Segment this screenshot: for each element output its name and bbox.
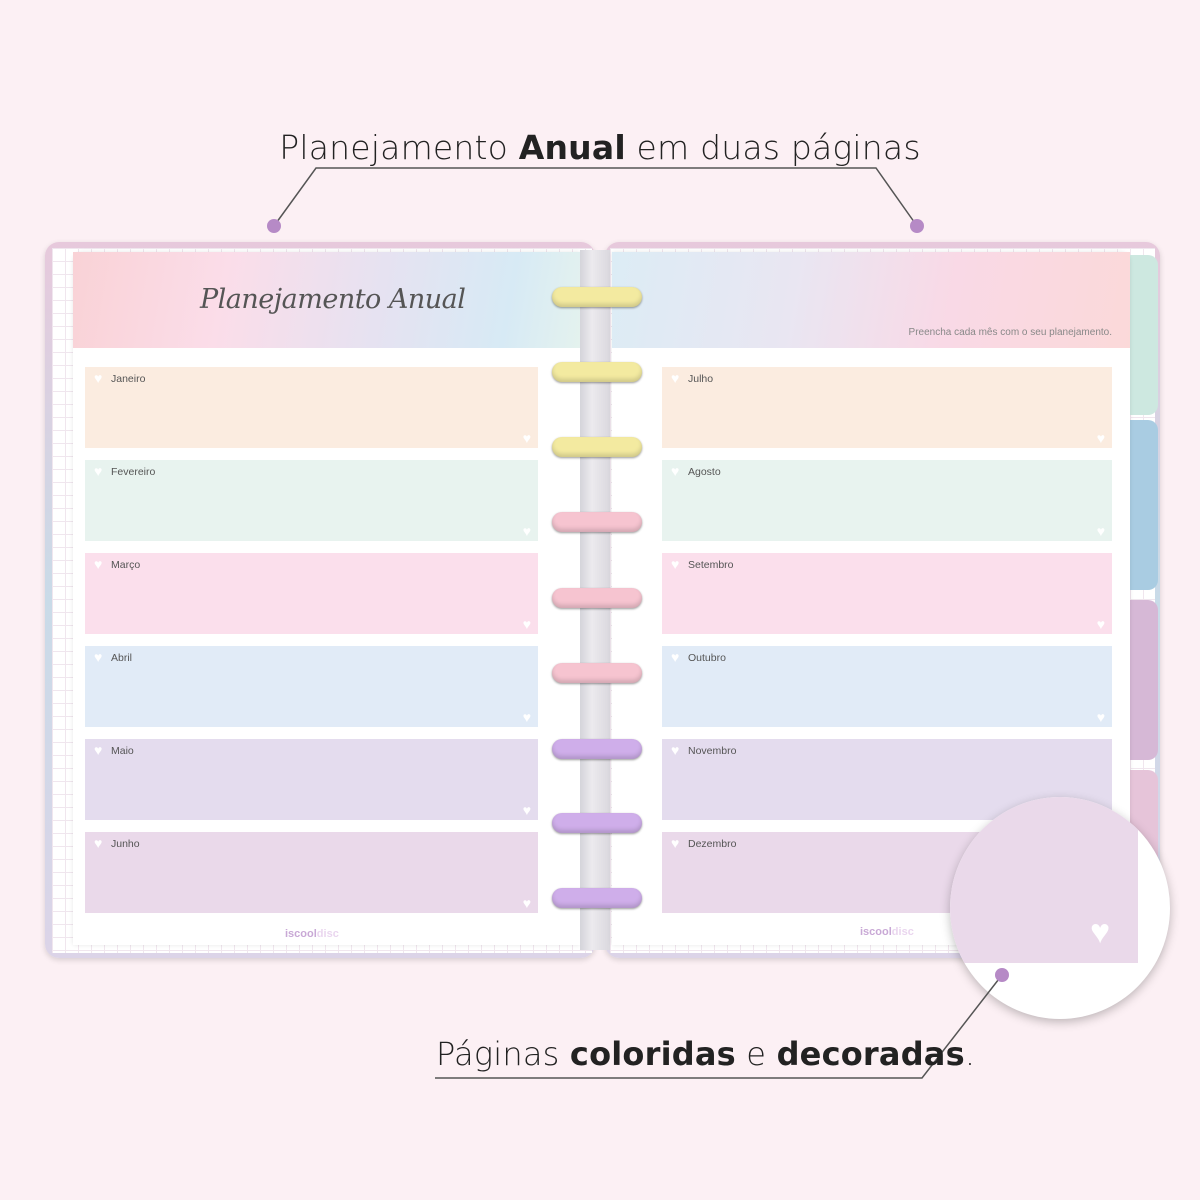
headline-bold: Anual [518,128,626,167]
binder-ring [552,362,642,382]
heart-icon: ♥ [671,556,680,572]
heart-icon: ♥ [671,649,680,665]
binder-ring [552,287,642,307]
magnifier-detail: ♥ [950,797,1170,1019]
binder-ring [552,512,642,532]
month-box[interactable]: ♥ Julho ♥ [662,367,1112,448]
heart-icon: ♥ [1096,430,1105,446]
headline-text: Planejamento [279,128,519,167]
instruction-text: Preencha cada mês com o seu planejamento… [908,327,1112,338]
left-page-header [73,252,580,348]
heart-icon: ♥ [522,430,531,446]
month-label: Janeiro [111,373,146,385]
month-label: Junho [111,838,140,850]
heart-icon: ♥ [94,370,103,386]
page-title: Planejamento Anual [200,284,466,315]
month-label: Fevereiro [111,466,156,478]
month-box[interactable]: ♥ Junho ♥ [85,832,538,913]
magnified-box [950,797,1138,963]
divider-tab-pink[interactable] [1130,600,1158,760]
month-box[interactable]: ♥ Setembro ♥ [662,553,1112,634]
binder-ring [552,437,642,457]
month-label: Dezembro [688,838,737,850]
binder-ring [552,813,642,833]
heart-icon: ♥ [94,649,103,665]
binder-ring [552,739,642,759]
month-box[interactable]: ♥ Março ♥ [85,553,538,634]
month-box[interactable]: ♥ Maio ♥ [85,739,538,820]
heart-icon: ♥ [671,463,680,479]
month-label: Julho [688,373,714,385]
heart-icon: ♥ [1096,523,1105,539]
heart-icon: ♥ [522,895,531,911]
heart-icon: ♥ [522,523,531,539]
month-label: Outubro [688,652,726,664]
heart-icon: ♥ [94,463,103,479]
caption: Páginas coloridas e decoradas. [436,1035,976,1073]
binder-ring [552,588,642,608]
month-box[interactable]: ♥ Outubro ♥ [662,646,1112,727]
divider-tab-blue[interactable] [1130,420,1158,590]
heart-icon: ♥ [671,370,680,386]
month-box[interactable]: ♥ Fevereiro ♥ [85,460,538,541]
month-label: Abril [111,652,133,664]
month-label: Maio [111,745,134,757]
heart-icon: ♥ [671,835,680,851]
heart-icon: ♥ [522,709,531,725]
heart-icon: ♥ [94,835,103,851]
heart-icon: ♥ [522,802,531,818]
month-box[interactable]: ♥ Janeiro ♥ [85,367,538,448]
divider-tab-mint[interactable] [1130,255,1158,415]
heart-icon: ♥ [671,742,680,758]
binder-ring [552,888,642,908]
binder-ring [552,663,642,683]
month-label: Setembro [688,559,734,571]
month-box[interactable]: ♥ Abril ♥ [85,646,538,727]
heart-icon: ♥ [1090,913,1111,951]
heart-icon: ♥ [522,616,531,632]
heart-icon: ♥ [1096,709,1105,725]
heart-icon: ♥ [94,556,103,572]
brand-logo: iscooldisc [285,928,339,940]
brand-logo: iscooldisc [860,926,914,938]
month-label: Março [111,559,141,571]
heart-icon: ♥ [1096,616,1105,632]
headline: Planejamento Anual em duas páginas [0,128,1200,167]
right-page-header [612,252,1130,348]
month-box[interactable]: ♥ Agosto ♥ [662,460,1112,541]
heart-icon: ♥ [94,742,103,758]
headline-text-end: em duas páginas [625,128,921,167]
month-label: Agosto [688,466,721,478]
month-label: Novembro [688,745,737,757]
